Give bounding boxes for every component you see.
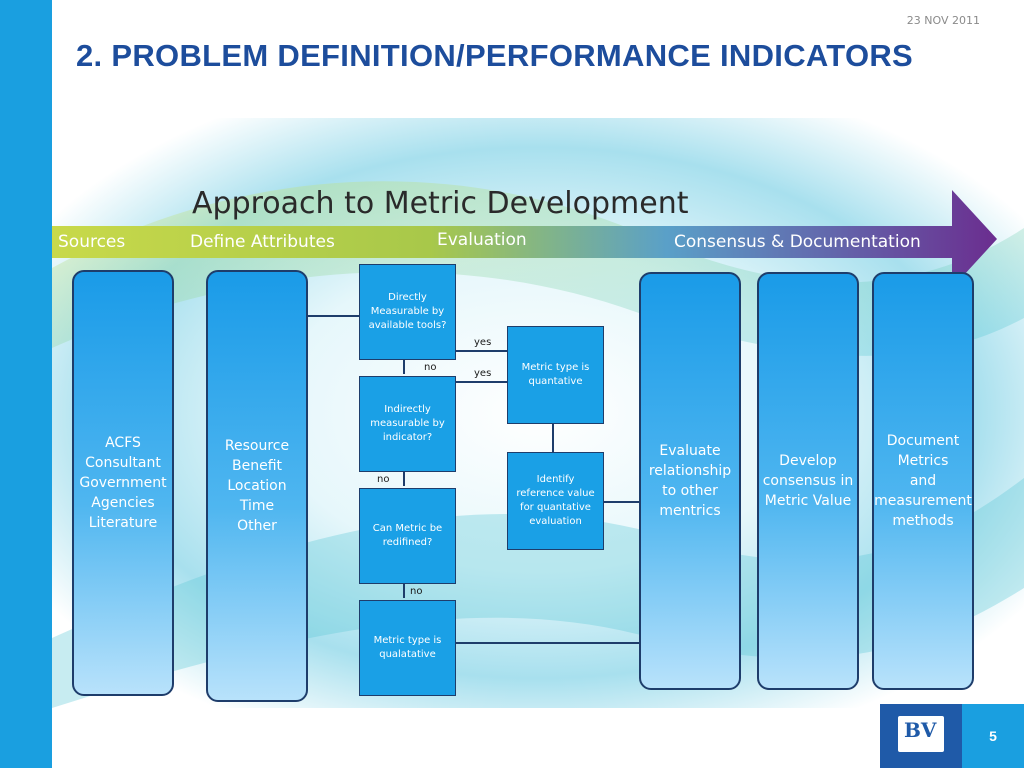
column-develop-consensus: Develop consensus in Metric Value — [757, 272, 859, 690]
box-qualitative: Metric type is qualatative — [359, 600, 456, 696]
sources-text: ACFS Consultant Government Agencies Lite… — [79, 433, 166, 533]
column-evaluate-relationship: Evaluate relationship to other mentrics — [639, 272, 741, 690]
slide-date: 23 NOV 2011 — [907, 14, 980, 27]
phase-sources: Sources — [58, 232, 125, 252]
box-quantitative: Metric type is quantative — [507, 326, 604, 424]
page-number: 5 — [962, 704, 1024, 768]
quantitative-text: Metric type is quantative — [522, 361, 590, 389]
footer: BV 5 — [880, 704, 1024, 768]
edge-label-no-2: no — [377, 474, 389, 485]
develop-text: Develop consensus in Metric Value — [763, 451, 854, 511]
diagram-title: Approach to Metric Development — [192, 186, 688, 221]
directly-measurable-text: Directly Measurable by available tools? — [369, 291, 447, 333]
column-attributes: Resource Benefit Location Time Other — [206, 270, 308, 702]
edge-label-yes-1: yes — [474, 337, 491, 348]
column-document-metrics: Document Metrics and measurement methods — [872, 272, 974, 690]
metric-development-diagram: Approach to Metric Development Sources D… — [52, 118, 1024, 708]
indirectly-measurable-text: Indirectly measurable by indicator? — [370, 403, 445, 445]
slide-title: 2. PROBLEM DEFINITION/PERFORMANCE INDICA… — [76, 38, 913, 74]
reference-value-text: Identify reference value for quantative … — [516, 473, 594, 529]
phase-evaluation: Evaluation — [437, 230, 527, 250]
company-logo: BV — [880, 704, 962, 768]
box-can-redefine: Can Metric be redifined? — [359, 488, 456, 584]
document-text: Document Metrics and measurement methods — [874, 431, 972, 531]
edge-label-no-1: no — [424, 362, 436, 373]
logo-text: BV — [904, 718, 936, 742]
evaluate-text: Evaluate relationship to other mentrics — [649, 441, 731, 521]
box-directly-measurable: Directly Measurable by available tools? — [359, 264, 456, 360]
edge-label-yes-2: yes — [474, 368, 491, 379]
phase-define-attributes: Define Attributes — [190, 232, 335, 252]
attributes-text: Resource Benefit Location Time Other — [225, 436, 289, 536]
phase-consensus-documentation: Consensus & Documentation — [674, 232, 921, 252]
column-sources: ACFS Consultant Government Agencies Lite… — [72, 270, 174, 696]
box-reference-value: Identify reference value for quantative … — [507, 452, 604, 550]
qualitative-text: Metric type is qualatative — [374, 634, 442, 662]
can-redefine-text: Can Metric be redifined? — [373, 522, 442, 550]
left-accent-bar — [0, 0, 52, 768]
edge-label-no-3: no — [410, 586, 422, 597]
box-indirectly-measurable: Indirectly measurable by indicator? — [359, 376, 456, 472]
